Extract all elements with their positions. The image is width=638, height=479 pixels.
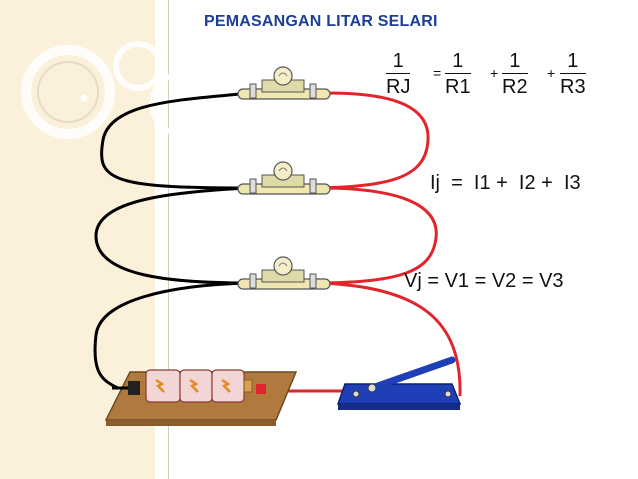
switch — [336, 356, 462, 410]
denominator-rj: RJ — [386, 76, 411, 98]
equals-sign: = — [433, 65, 442, 81]
bulb-holder-1 — [237, 66, 331, 100]
fraction-r3: 1 R3 — [560, 50, 586, 98]
fraction-r1: 1 R1 — [445, 50, 471, 98]
plus-sign: + — [490, 65, 499, 81]
fraction-bar — [560, 73, 586, 74]
denominator-r1: R1 — [445, 76, 471, 98]
denominator-r3: R3 — [560, 76, 586, 98]
fraction-bar — [445, 73, 471, 74]
denominator-r2: R2 — [502, 76, 528, 98]
fraction-bar — [502, 73, 528, 74]
right-wires — [266, 91, 462, 397]
decorative-circles — [21, 41, 215, 139]
numerator: 1 — [509, 50, 521, 72]
page-title: PEMASANGAN LITAR SELARI — [204, 13, 438, 30]
voltage-formula: Vj = V1 = V2 = V3 — [404, 270, 564, 292]
left-wires — [93, 91, 249, 390]
sidebar-divider — [168, 0, 169, 479]
battery-cells — [145, 369, 266, 403]
numerator: 1 — [452, 50, 464, 72]
bulb-holder-2 — [237, 161, 331, 195]
plus-sign: + — [547, 65, 556, 81]
numerator: 1 — [567, 50, 579, 72]
fraction-rj: 1 RJ — [386, 50, 411, 98]
bulb-holder-3 — [237, 256, 331, 290]
current-formula: Ij = I1 + I2 + I3 — [430, 172, 581, 194]
fraction-bar — [386, 73, 411, 74]
numerator: 1 — [392, 50, 404, 72]
fraction-r2: 1 R2 — [502, 50, 528, 98]
